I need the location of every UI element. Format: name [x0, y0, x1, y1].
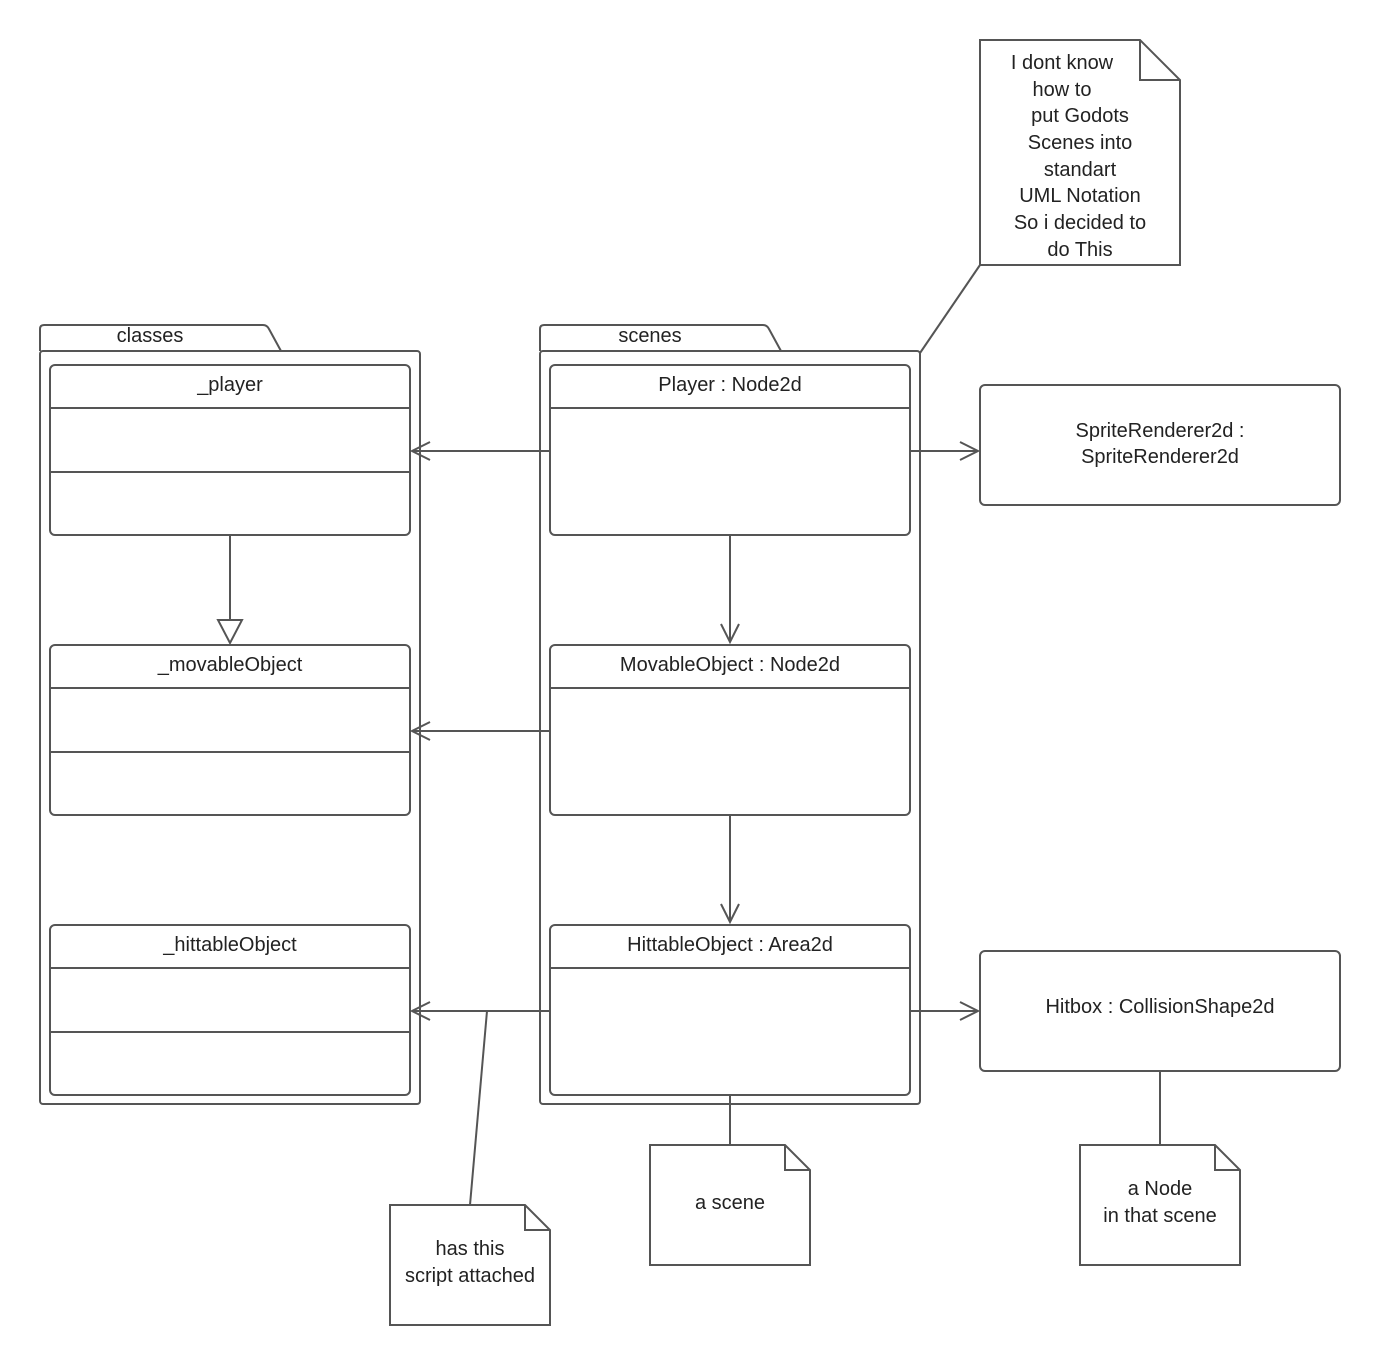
note-anchor-script — [469, 1010, 488, 1206]
scene-player-name: Player : Node2d — [658, 374, 801, 396]
note-godot-line-4: Scenes into — [1028, 132, 1133, 154]
package-classes-label: classes — [117, 325, 184, 347]
note-godot-line-1: I dont know — [1011, 52, 1114, 74]
note-node-line-1: a Node — [1128, 1178, 1193, 1200]
note-godot-line-3: put Godots — [1031, 105, 1129, 127]
note-script-line-2: script attached — [405, 1265, 535, 1287]
scene-hittable-object-name: HittableObject : Area2d — [627, 934, 833, 956]
scene-hittable-object: HittableObject : Area2d — [549, 924, 911, 1096]
class-player-name: _player — [196, 374, 263, 396]
node-sprite-renderer: SpriteRenderer2d : SpriteRenderer2d — [979, 384, 1341, 506]
node-hitbox-line-1: Hitbox : CollisionShape2d — [1045, 996, 1274, 1018]
scene-movable-object-name: MovableObject : Node2d — [620, 654, 840, 676]
connector-hittable-scene-to-class — [409, 1001, 550, 1021]
connector-player-scene-to-class — [409, 441, 550, 461]
scene-player: Player : Node2d — [549, 364, 911, 536]
note-godot-line-7: So i decided to — [1014, 212, 1146, 234]
class-movable-object-name: _movableObject — [157, 654, 303, 676]
node-sprite-renderer-line-1: SpriteRenderer2d : — [1076, 420, 1245, 442]
note-godot-line-6: UML Notation — [1019, 185, 1141, 207]
note-node-line-2: in that scene — [1103, 1205, 1216, 1227]
note-godot-line-2: how to — [1033, 79, 1092, 101]
class-hittable-object-name: _hittableObject — [162, 934, 297, 956]
note-godot-line-8: do This — [1047, 239, 1112, 261]
node-sprite-renderer-line-2: SpriteRenderer2d — [1081, 446, 1239, 468]
class-movable-object: _movableObject — [49, 644, 411, 816]
connector-player-scene-to-sprite — [910, 441, 981, 461]
generalization-player-to-movable — [216, 535, 244, 646]
class-player: _player — [49, 364, 411, 536]
note-script-line-1: has this — [436, 1238, 505, 1260]
note-godot-line-5: standart — [1044, 159, 1117, 181]
note-scene-line-1: a scene — [695, 1192, 765, 1214]
note-a-node: a Node in that scene — [1079, 1144, 1241, 1266]
connector-movable-to-hittable-scene — [720, 815, 740, 925]
note-a-scene: a scene — [649, 1144, 811, 1266]
package-scenes-label: scenes — [618, 325, 681, 347]
note-anchor-godot — [919, 264, 981, 354]
scene-movable-object: MovableObject : Node2d — [549, 644, 911, 816]
connector-movable-scene-to-class — [409, 721, 550, 741]
note-script-attached: has this script attached — [389, 1204, 551, 1326]
node-hitbox: Hitbox : CollisionShape2d — [979, 950, 1341, 1072]
connector-player-to-movable-scene — [720, 535, 740, 645]
class-hittable-object: _hittableObject — [49, 924, 411, 1096]
note-godot-explanation: I dont know how to put Godots Scenes int… — [979, 39, 1181, 266]
connector-hittable-scene-to-hitbox — [910, 1001, 981, 1021]
